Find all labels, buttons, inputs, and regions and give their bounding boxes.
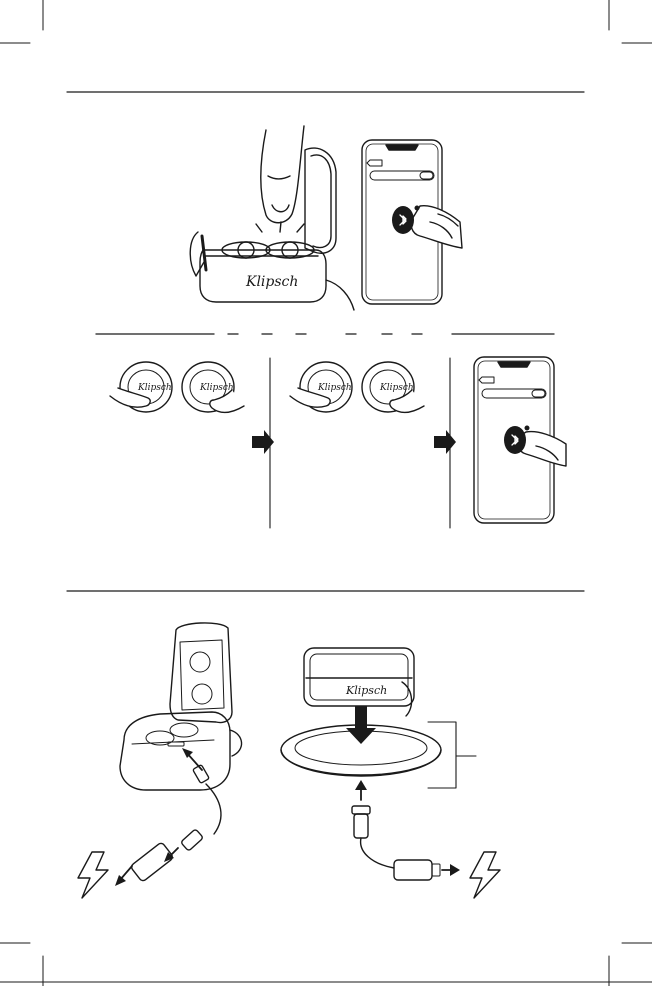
right-arrow-icon-2 [434,430,456,454]
case-logo-text: Klipsch [245,274,298,290]
bluetooth-icon-2 [504,426,526,454]
right-arrow-icon [252,430,274,454]
earbud-logo-2b: Klipsch [379,383,414,393]
status-dot-2 [525,426,529,430]
lightning-bolt-icon-2 [470,852,500,898]
status-dot [415,206,419,210]
charge-case-logo: Klipsch [345,684,387,697]
usb-charge-figure [115,623,242,886]
bluetooth-icon [392,206,414,234]
earbud-logo-2a: Klipsch [317,383,352,393]
wireless-charge-figure [281,648,476,880]
earbud-logo-1b: Klipsch [199,383,234,393]
lightning-bolt-icon [78,852,108,898]
earbud-logo-1a: Klipsch [137,383,172,393]
